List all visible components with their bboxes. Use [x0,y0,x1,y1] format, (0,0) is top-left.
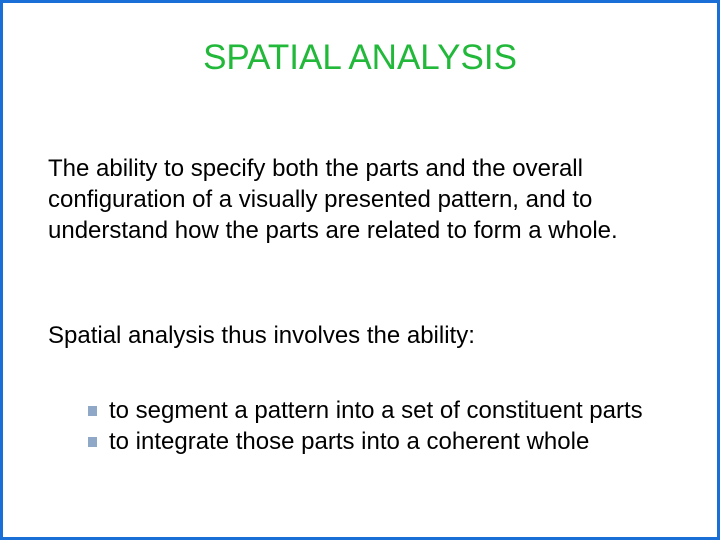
list-item-text: to integrate those parts into a coherent… [109,428,590,455]
square-bullet-icon [88,437,97,447]
list-item-text: to segment a pattern into a set of const… [109,397,643,424]
list-item: to integrate those parts into a coherent… [81,426,701,457]
ability-list: to segment a pattern into a set of const… [81,395,701,457]
square-bullet-icon [88,406,97,416]
list-item: to segment a pattern into a set of const… [81,395,701,426]
slide-title: SPATIAL ANALYSIS [203,38,517,77]
involves-paragraph: Spatial analysis thus involves the abili… [48,322,475,349]
definition-paragraph: The ability to specify both the parts an… [48,155,618,244]
